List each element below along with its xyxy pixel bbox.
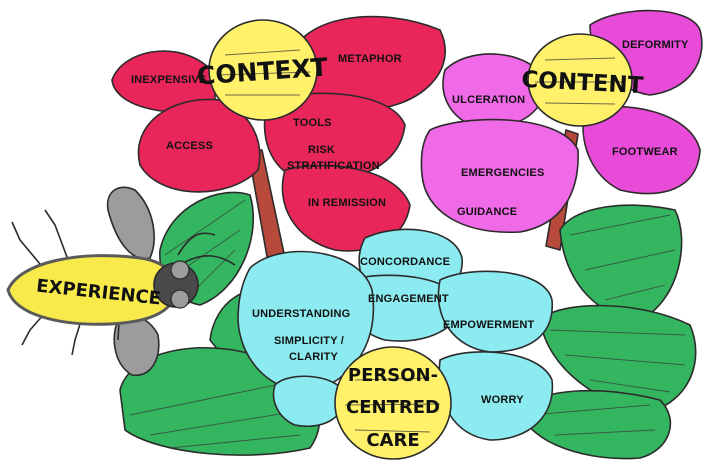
- leaf-icon: [519, 389, 672, 460]
- petal-label: FOOTWEAR: [612, 146, 678, 158]
- petal-label: GUIDANCE: [457, 206, 517, 218]
- content-petal: [442, 53, 546, 129]
- context-petal: [137, 98, 261, 193]
- content-hub-label: CONTENT: [521, 67, 645, 99]
- petal-label: INEXPENSIVE: [131, 74, 207, 86]
- care-flower: [237, 228, 554, 460]
- context-petal: [263, 92, 406, 182]
- care-petal: [437, 270, 553, 353]
- petal-label: UNDERSTANDING: [252, 308, 350, 320]
- petal-label: TOOLS: [293, 117, 332, 129]
- petal-label: CLARITY: [289, 351, 339, 363]
- petal-label: IN REMISSION: [308, 197, 386, 209]
- leaf-icon: [539, 304, 697, 413]
- petal-label: METAPHOR: [338, 53, 402, 65]
- care-hub: [334, 346, 452, 460]
- bee-eye: [170, 260, 190, 280]
- petal-label: EMPOWERMENT: [443, 319, 535, 331]
- petal-label: ACCESS: [166, 140, 213, 152]
- petal-label: ULCERATION: [452, 94, 525, 106]
- care-hub-line-1: PERSON-: [348, 365, 438, 386]
- bee-icon: [6, 186, 236, 377]
- labels: CONTEXT CONTENT PERSON- CENTRED CARE EXP…: [35, 39, 689, 451]
- petal-label: RISK: [308, 144, 335, 156]
- petal-label: EMERGENCIES: [461, 167, 545, 179]
- care-petal: [438, 351, 554, 441]
- content-petal: [582, 105, 701, 195]
- content-petal: [420, 118, 579, 233]
- care-petal: [272, 375, 346, 427]
- petal-label: SIMPLICITY /: [274, 335, 344, 347]
- petal-label: ENGAGEMENT: [368, 293, 449, 305]
- petal-label: DEFORMITY: [622, 39, 689, 51]
- bee-eye: [170, 289, 190, 309]
- content-flower: [420, 9, 703, 233]
- care-hub-line-2: CENTRED: [346, 397, 440, 418]
- leaf-icon: [559, 204, 683, 321]
- petal-label: CONCORDANCE: [360, 256, 450, 268]
- care-hub-line-3: CARE: [366, 430, 419, 451]
- petal-label: STRATIFICATION: [287, 160, 380, 172]
- context-flower: [111, 15, 446, 252]
- petal-label: WORRY: [481, 394, 524, 406]
- bee-wing: [106, 186, 155, 260]
